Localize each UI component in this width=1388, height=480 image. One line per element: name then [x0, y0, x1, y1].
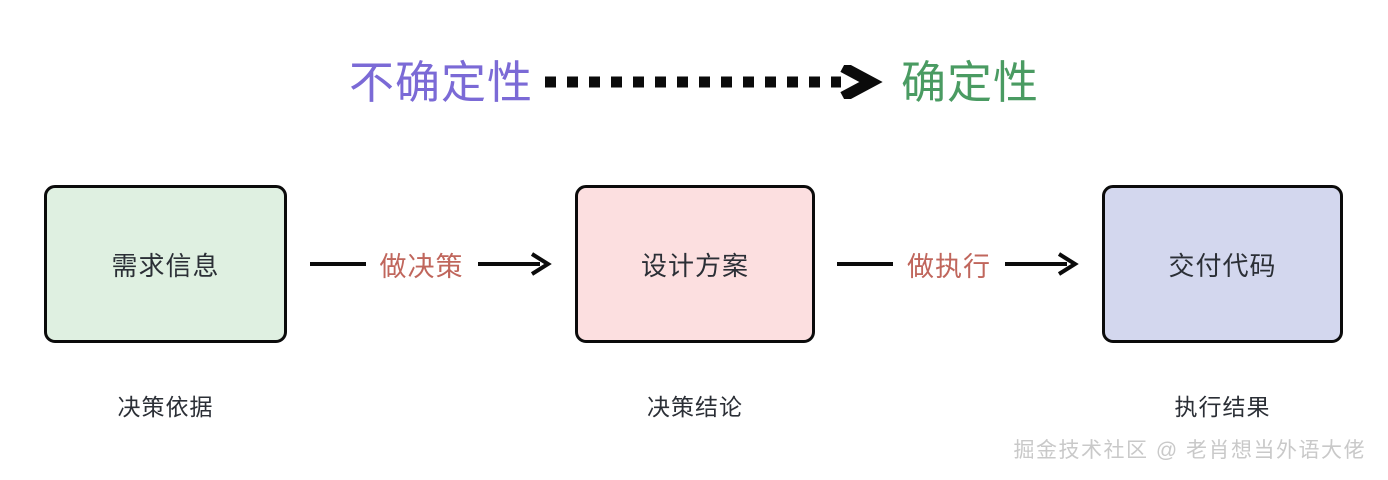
flow-node-requirement-info[interactable]: 需求信息: [44, 185, 287, 343]
flow-node-label: 需求信息: [111, 250, 220, 281]
caption-row: 决策依据 决策结论 执行结果: [0, 388, 1388, 422]
dotted-arrow-icon: [541, 62, 893, 102]
connector-make-execution: 做执行: [818, 237, 1100, 291]
connector-label: 做执行: [907, 251, 991, 282]
connector-label: 做决策: [379, 251, 464, 282]
flow-node-caption-execution-result: 执行结果: [1174, 394, 1271, 420]
flow-node-caption-decision-conclusion: 决策结论: [647, 394, 743, 420]
flow-node-design-plan[interactable]: 设计方案: [575, 185, 815, 343]
flow-node-delivered-code[interactable]: 交付代码: [1102, 185, 1343, 343]
flow-node-label: 设计方案: [640, 250, 749, 281]
flow-row: 需求信息 做决策 设计方案 做执行 交付代码: [0, 185, 1388, 345]
connector-line-segment: [309, 262, 366, 266]
arrow-right-icon: [1005, 251, 1081, 277]
arrow-right-icon: [477, 251, 554, 277]
flow-node-label: 交付代码: [1168, 250, 1277, 281]
flow-node-caption-decision-basis: 决策依据: [117, 394, 214, 420]
certainty-label: 确定性: [901, 56, 1040, 108]
connector-line-segment: [837, 262, 893, 266]
uncertainty-to-certainty-band: 不确定性 确定性: [0, 42, 1388, 122]
connector-make-decision: 做决策: [290, 237, 573, 291]
uncertainty-label: 不确定性: [348, 56, 533, 108]
watermark: 掘金技术社区 @ 老肖想当外语大佬: [1013, 439, 1366, 462]
